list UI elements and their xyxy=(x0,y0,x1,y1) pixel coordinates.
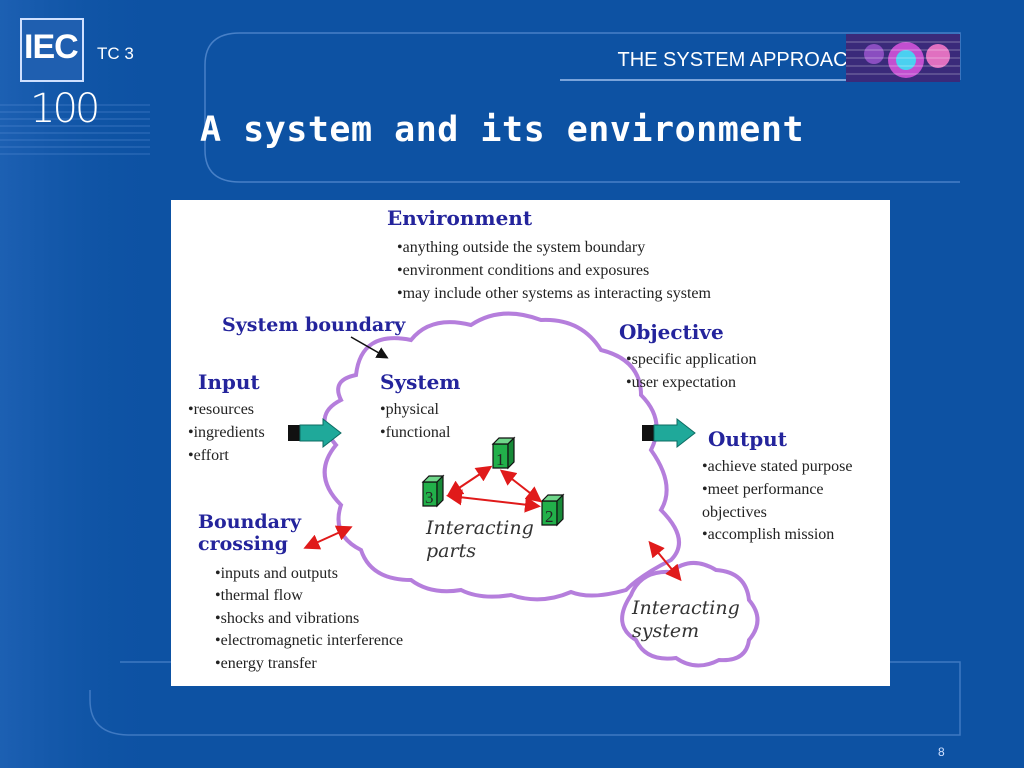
part-label: 2 xyxy=(545,507,554,526)
input-item: •resources xyxy=(188,401,254,418)
environment-item: •may include other systems as interactin… xyxy=(397,285,712,302)
objective-item: •specific application xyxy=(626,351,756,368)
system-boundary-label: System boundary xyxy=(222,314,406,336)
part-box-1: 1 xyxy=(491,436,516,470)
interacting-parts-label: Interacting xyxy=(425,517,534,539)
system-heading: System xyxy=(380,370,460,394)
interaction-arrow xyxy=(499,469,543,503)
output-heading: Output xyxy=(708,427,788,451)
input-item: •ingredients xyxy=(188,424,265,441)
interacting-system-cloud xyxy=(620,561,760,668)
boundary-crossing-item: •energy transfer xyxy=(215,655,317,672)
boundary-crossing-heading: Boundary xyxy=(198,511,302,533)
part-label: 3 xyxy=(425,488,434,507)
system-item: •functional xyxy=(380,424,451,441)
input-heading: Input xyxy=(198,370,260,394)
environment-heading: Environment xyxy=(387,206,533,230)
objective-item: •user expectation xyxy=(626,374,736,391)
header-decorative-image xyxy=(846,34,960,82)
interacting-system-label-2: system xyxy=(632,620,699,642)
output-item: objectives xyxy=(702,504,767,521)
diagram-panel xyxy=(171,200,890,686)
system-environment-diagram: Environment •anything outside the system… xyxy=(188,206,852,672)
system-item: •physical xyxy=(380,401,439,418)
boundary-crossing-item: •shocks and vibrations xyxy=(215,610,359,627)
environment-item: •anything outside the system boundary xyxy=(397,239,645,256)
interaction-arrow xyxy=(446,465,493,497)
output-item: •meet performance xyxy=(702,481,824,498)
boundary-crossing-heading-2: crossing xyxy=(198,533,288,555)
page-number: 8 xyxy=(938,745,945,759)
part-label: 1 xyxy=(496,450,505,469)
iec-logo-frame xyxy=(20,18,84,82)
output-item: •achieve stated purpose xyxy=(702,458,852,475)
part-box-2: 2 xyxy=(540,493,565,527)
system-boundary-cloud xyxy=(322,311,681,602)
system-boundary-arrow xyxy=(350,336,389,359)
input-arrow xyxy=(288,417,342,449)
output-item: •accomplish mission xyxy=(702,526,834,543)
interaction-arrow xyxy=(446,489,541,513)
output-arrow xyxy=(642,417,696,449)
environment-item: •environment conditions and exposures xyxy=(397,262,649,279)
interacting-parts-label-2: parts xyxy=(426,540,476,562)
input-item: •effort xyxy=(188,447,229,464)
interacting-system-label: Interacting xyxy=(631,597,740,619)
tc-label: TC 3 xyxy=(97,44,134,63)
slide-title: A system and its environment xyxy=(200,110,805,150)
part-box-3: 3 xyxy=(421,474,445,508)
interacting-system-arrow xyxy=(648,540,682,582)
boundary-crossing-item: •thermal flow xyxy=(215,587,303,604)
boundary-crossing-arrow xyxy=(303,525,353,550)
section-title: THE SYSTEM APPROACH xyxy=(617,49,863,71)
objective-heading: Objective xyxy=(619,320,724,344)
boundary-crossing-item: •electromagnetic interference xyxy=(215,632,403,649)
iec-logo: IEC xyxy=(24,28,79,66)
iec-100-logo: 100 xyxy=(30,86,100,132)
boundary-crossing-item: •inputs and outputs xyxy=(215,565,338,582)
